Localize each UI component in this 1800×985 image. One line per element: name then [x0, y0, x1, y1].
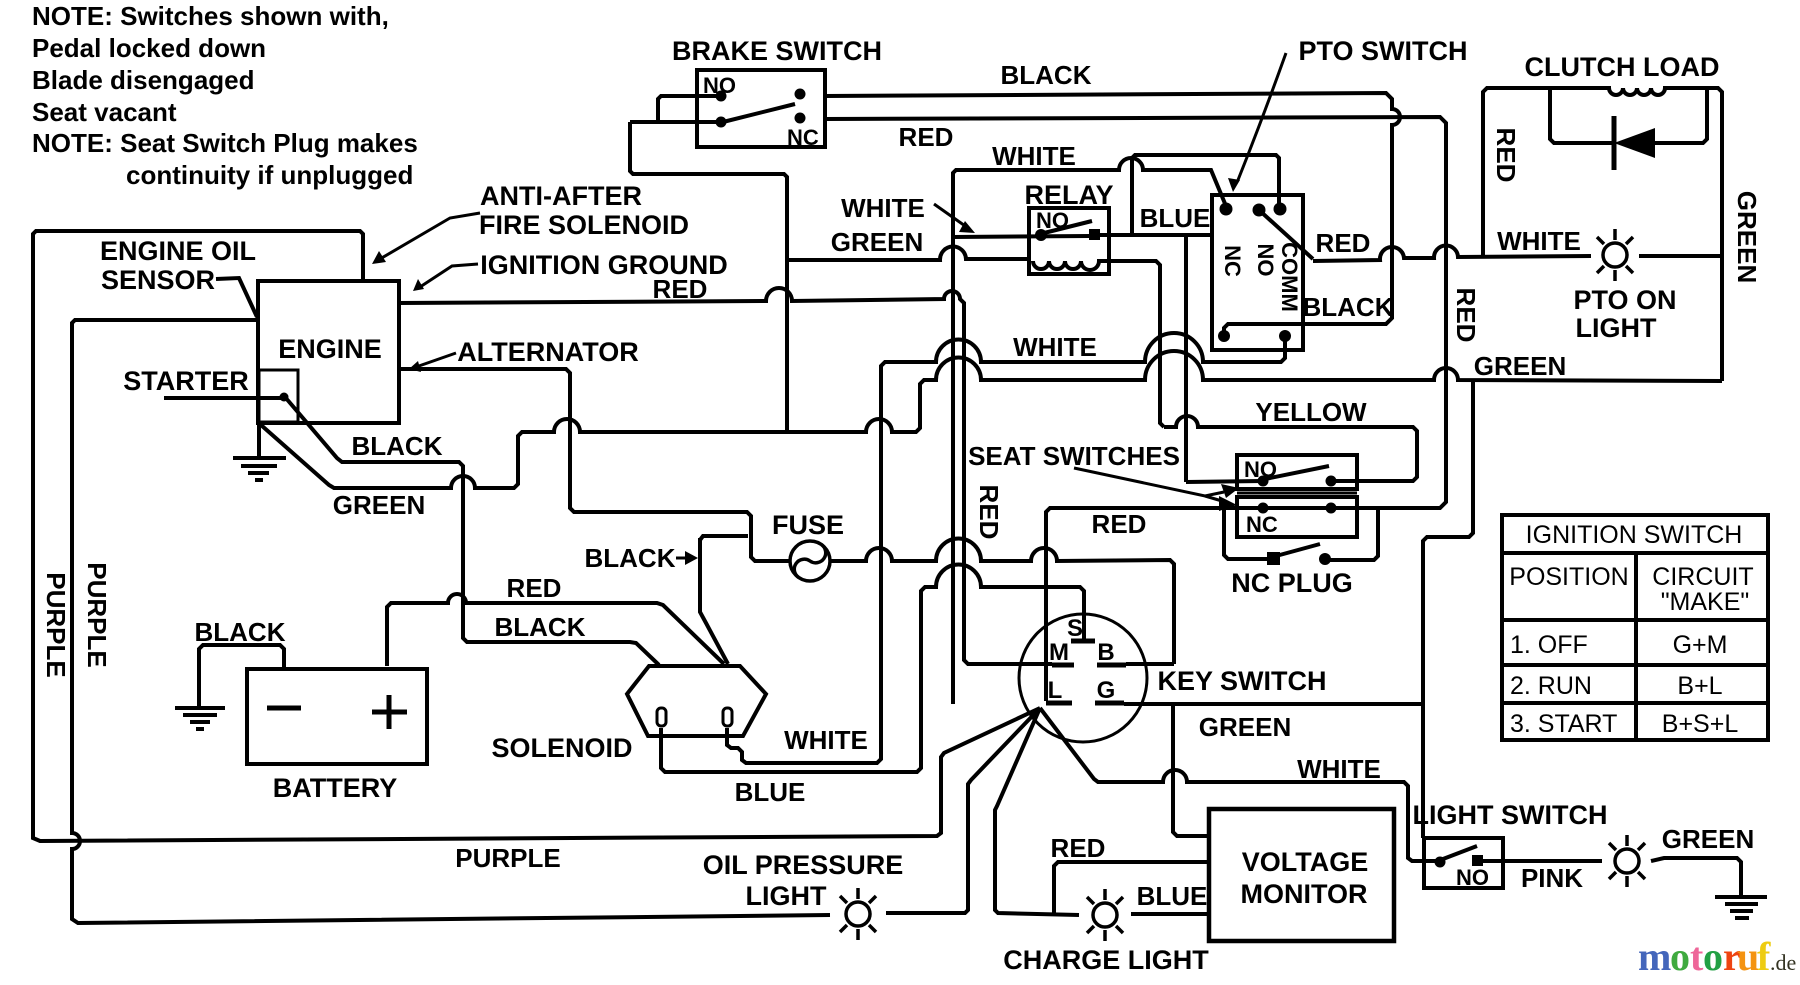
svg-text:WHITE: WHITE [841, 193, 925, 223]
svg-text:GREEN: GREEN [1474, 351, 1566, 381]
svg-text:WHITE: WHITE [784, 725, 868, 755]
svg-text:GREEN: GREEN [1662, 824, 1754, 854]
svg-text:SEAT SWITCHES: SEAT SWITCHES [968, 441, 1180, 471]
svg-text:Seat vacant: Seat vacant [32, 97, 177, 127]
svg-text:BLACK: BLACK [1001, 60, 1092, 90]
svg-text:2. RUN: 2. RUN [1510, 672, 1592, 700]
svg-text:RED: RED [1491, 128, 1521, 183]
svg-text:L: L [1048, 677, 1063, 704]
svg-text:RED: RED [507, 573, 562, 603]
svg-text:RED: RED [1051, 833, 1106, 863]
svg-text:ENGINE: ENGINE [278, 334, 382, 364]
svg-text:CLUTCH LOAD: CLUTCH LOAD [1525, 52, 1720, 82]
svg-text:GREEN: GREEN [333, 490, 425, 520]
svg-text:B+S+L: B+S+L [1662, 710, 1739, 738]
svg-text:WHITE: WHITE [1497, 226, 1581, 256]
svg-text:PURPLE: PURPLE [82, 562, 112, 667]
svg-text:WHITE: WHITE [1297, 754, 1381, 784]
svg-text:FUSE: FUSE [772, 510, 844, 540]
svg-text:IGNITION GROUND: IGNITION GROUND [480, 250, 728, 280]
svg-text:IGNITION SWITCH: IGNITION SWITCH [1526, 521, 1743, 549]
svg-text:FIRE SOLENOID: FIRE SOLENOID [479, 210, 689, 240]
svg-text:NO: NO [1036, 208, 1069, 233]
svg-text:Pedal locked down: Pedal locked down [32, 33, 266, 63]
svg-text:GREEN: GREEN [1199, 712, 1291, 742]
svg-text:COMM: COMM [1277, 242, 1302, 312]
svg-text:G: G [1097, 677, 1116, 704]
svg-text:RED: RED [1316, 228, 1371, 258]
svg-text:B: B [1097, 639, 1114, 666]
svg-text:B+L: B+L [1677, 672, 1722, 700]
svg-text:PTO SWITCH: PTO SWITCH [1298, 36, 1467, 66]
svg-text:3. START: 3. START [1510, 710, 1617, 738]
svg-text:NO: NO [1456, 865, 1489, 890]
svg-text:ANTI-AFTER: ANTI-AFTER [480, 181, 642, 211]
svg-text:NC: NC [787, 125, 819, 150]
svg-text:BRAKE SWITCH: BRAKE SWITCH [672, 36, 882, 66]
svg-text:.de: .de [1770, 950, 1796, 975]
svg-text:LIGHT SWITCH: LIGHT SWITCH [1413, 800, 1608, 830]
svg-text:BLACK: BLACK [495, 612, 586, 642]
svg-text:GREEN: GREEN [831, 227, 923, 257]
svg-text:m: m [1638, 934, 1671, 979]
svg-text:BATTERY: BATTERY [273, 773, 398, 803]
svg-text:RED: RED [1092, 509, 1147, 539]
svg-text:t: t [1690, 934, 1704, 979]
svg-text:NO: NO [1253, 244, 1278, 277]
svg-text:RED: RED [974, 485, 1004, 540]
svg-text:o: o [1703, 934, 1723, 979]
svg-text:YELLOW: YELLOW [1255, 397, 1367, 427]
svg-text:POSITION: POSITION [1509, 563, 1628, 591]
svg-text:RED: RED [653, 274, 708, 304]
svg-text:BLUE: BLUE [735, 777, 806, 807]
svg-text:NO: NO [1244, 457, 1277, 482]
svg-text:SENSOR: SENSOR [101, 265, 215, 295]
svg-text:BLACK: BLACK [195, 617, 286, 647]
svg-text:BLUE: BLUE [1140, 203, 1211, 233]
svg-text:GREEN: GREEN [1732, 191, 1762, 283]
svg-text:u: u [1737, 934, 1759, 979]
svg-text:NO: NO [703, 73, 736, 98]
svg-text:NC: NC [1220, 245, 1245, 277]
svg-text:ENGINE OIL: ENGINE OIL [100, 236, 256, 266]
svg-text:continuity if unplugged: continuity if unplugged [126, 160, 413, 190]
svg-text:VOLTAGE: VOLTAGE [1242, 847, 1369, 877]
svg-text:WHITE: WHITE [992, 141, 1076, 171]
svg-text:PTO ON: PTO ON [1573, 285, 1676, 315]
svg-text:1. OFF: 1. OFF [1510, 631, 1588, 659]
svg-text:CHARGE LIGHT: CHARGE LIGHT [1003, 945, 1209, 975]
svg-text:LIGHT: LIGHT [746, 881, 827, 911]
svg-text:"MAKE": "MAKE" [1661, 588, 1750, 616]
svg-text:RELAY: RELAY [1024, 180, 1113, 210]
svg-text:BLACK: BLACK [1303, 292, 1394, 322]
svg-text:G+M: G+M [1673, 631, 1728, 659]
svg-text:WHITE: WHITE [1013, 332, 1097, 362]
svg-text:NOTE: Seat Switch Plug makes: NOTE: Seat Switch Plug makes [32, 128, 418, 158]
svg-text:S: S [1067, 615, 1083, 642]
svg-text:M: M [1049, 639, 1069, 666]
svg-text:RED: RED [899, 122, 954, 152]
svg-text:LIGHT: LIGHT [1576, 313, 1657, 343]
svg-text:PURPLE: PURPLE [41, 572, 71, 677]
svg-text:RED: RED [1451, 288, 1481, 343]
svg-text:Blade disengaged: Blade disengaged [32, 65, 255, 95]
svg-text:CIRCUIT: CIRCUIT [1652, 563, 1753, 591]
svg-text:MONITOR: MONITOR [1241, 879, 1368, 909]
svg-text:SOLENOID: SOLENOID [491, 733, 632, 763]
svg-text:f: f [1757, 934, 1771, 979]
svg-text:BLACK: BLACK [352, 431, 443, 461]
svg-text:r: r [1723, 934, 1741, 979]
svg-text:ALTERNATOR: ALTERNATOR [457, 337, 639, 367]
svg-text:PINK: PINK [1521, 863, 1583, 893]
svg-text:NC PLUG: NC PLUG [1231, 568, 1353, 598]
svg-text:STARTER: STARTER [123, 366, 249, 396]
svg-text:PURPLE: PURPLE [455, 843, 560, 873]
svg-text:OIL PRESSURE: OIL PRESSURE [703, 850, 904, 880]
svg-text:o: o [1670, 934, 1690, 979]
svg-text:BLACK: BLACK [585, 543, 676, 573]
svg-text:NC: NC [1246, 512, 1278, 537]
svg-text:BLUE: BLUE [1137, 881, 1208, 911]
svg-text:KEY SWITCH: KEY SWITCH [1157, 666, 1326, 696]
svg-text:NOTE: Switches shown with,: NOTE: Switches shown with, [32, 1, 389, 31]
